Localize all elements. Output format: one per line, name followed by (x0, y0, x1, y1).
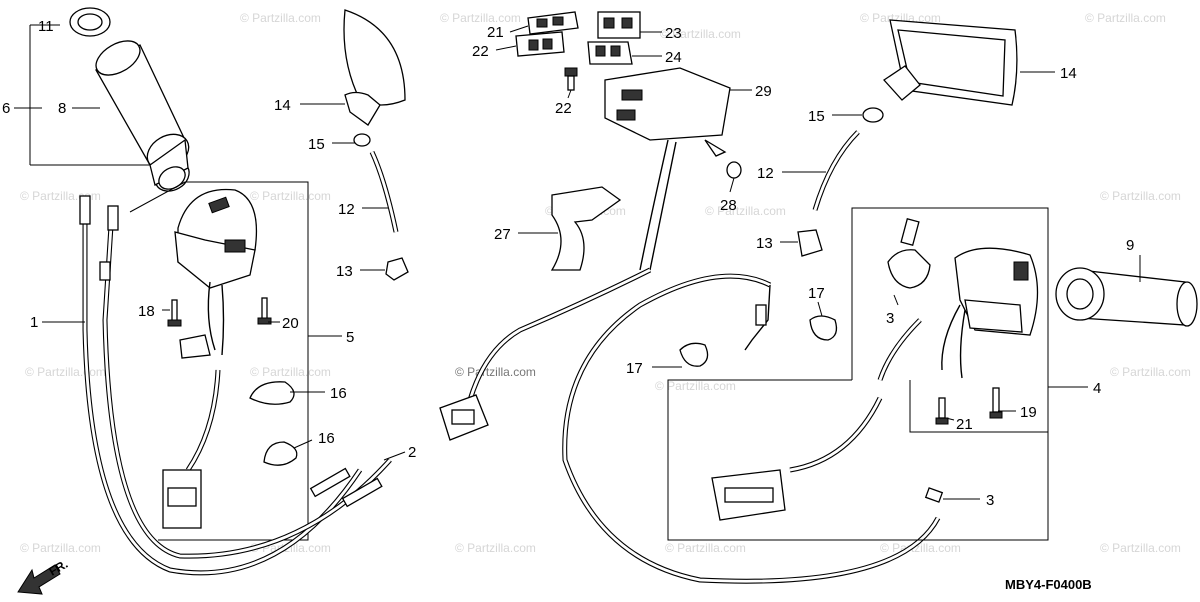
switch-housing-29 (604, 67, 731, 271)
watermark: © Partzilla.com (440, 11, 521, 25)
screw-19 (989, 387, 1003, 419)
right-mirror (797, 19, 1018, 257)
callout-11: 11 (38, 18, 54, 35)
clamp-17-right (809, 315, 838, 341)
watermark: © Partzilla.com (20, 541, 101, 555)
right-switch-housing (711, 247, 1039, 521)
switch-covers (515, 11, 641, 65)
callout-18: 18 (138, 303, 155, 320)
watermark: © Partzilla.com (705, 204, 786, 218)
watermark: © Partzilla.com (1110, 365, 1191, 379)
callout-9: 8 (58, 100, 66, 117)
watermark: © Partzilla.com (240, 11, 321, 25)
watermark: © Partzilla.com (1100, 541, 1181, 555)
callout-13-left: 14 (274, 97, 291, 114)
throttle-cables (79, 195, 392, 576)
callout-12-left: 12 (338, 201, 355, 218)
watermark: © Partzilla.com (665, 541, 746, 555)
callout-17-right: 17 (808, 285, 825, 302)
callout-10: 9 (1126, 237, 1134, 254)
watermark: © Partzilla.com (250, 189, 331, 203)
callout-16-lower: 16 (318, 430, 335, 447)
center-harness (439, 267, 652, 441)
callout-24: 22 (472, 43, 489, 60)
callout-26: 24 (665, 49, 682, 66)
watermark: © Partzilla.com (660, 27, 741, 41)
callout-15-left: 13 (336, 263, 353, 280)
watermark: © Partzilla.com (455, 365, 536, 379)
callout-1: 1 (30, 314, 38, 331)
callout-13-right: 14 (1060, 65, 1077, 82)
clamp-17-left (679, 342, 709, 367)
switch-assembly-box-left (129, 181, 309, 541)
left-switch-housing (162, 188, 258, 529)
screw-20 (257, 297, 272, 325)
callout-2: 2 (408, 444, 416, 461)
screw-18 (167, 299, 182, 327)
watermark: © Partzilla.com (860, 11, 941, 25)
nut-28 (726, 161, 742, 179)
callout-20: 20 (282, 315, 299, 332)
lever-bracket-4 (887, 218, 931, 289)
screw-21 (935, 397, 949, 425)
clamp-16-upper (249, 381, 295, 405)
bracket-27 (550, 186, 622, 271)
callout-8: 6 (2, 100, 10, 117)
left-mirror (343, 9, 409, 281)
callout-17-left: 17 (626, 360, 643, 377)
callout-19: 19 (1020, 404, 1037, 421)
callout-4: 3 (886, 310, 894, 327)
clamp-16-lower (263, 441, 298, 466)
callout-16-upper: 16 (330, 385, 347, 402)
screw-22 (564, 67, 578, 91)
callout-29: 29 (755, 83, 772, 100)
callout-6: 4 (1093, 380, 1101, 397)
callout-14-left: 15 (308, 136, 325, 153)
callout-14-right: 15 (808, 108, 825, 125)
callout-21: 21 (956, 416, 973, 433)
watermark: © Partzilla.com (250, 365, 331, 379)
switch-assembly-box-right-lower (667, 379, 1049, 541)
callout-23: 21 (487, 24, 504, 41)
watermark: © Partzilla.com (455, 541, 536, 555)
right-grip (1055, 267, 1198, 327)
watermark: © Partzilla.com (1085, 11, 1166, 25)
callout-5: 5 (346, 329, 354, 346)
diagram-code: MBY4-F0400B (1005, 577, 1092, 592)
watermark: © Partzilla.com (25, 365, 106, 379)
callouts: 11 6 8 1 18 20 5 16 16 2 14 15 12 13 21 … (2, 18, 1141, 509)
callout-12-right: 12 (757, 165, 774, 182)
callout-27: 27 (494, 226, 511, 243)
watermark: © Partzilla.com (655, 379, 736, 393)
front-direction-arrow: FR. (17, 557, 70, 595)
callout-28: 28 (720, 197, 737, 214)
switch-assembly-box-right-upper (851, 207, 1049, 433)
callout-3: 3 (986, 492, 994, 509)
watermark: © Partzilla.com (1100, 189, 1181, 203)
throttle-grip (69, 7, 190, 192)
callout-15-right: 13 (756, 235, 773, 252)
callout-25: 23 (665, 25, 682, 42)
callout-22: 22 (555, 100, 572, 117)
clutch-cable (562, 273, 944, 584)
